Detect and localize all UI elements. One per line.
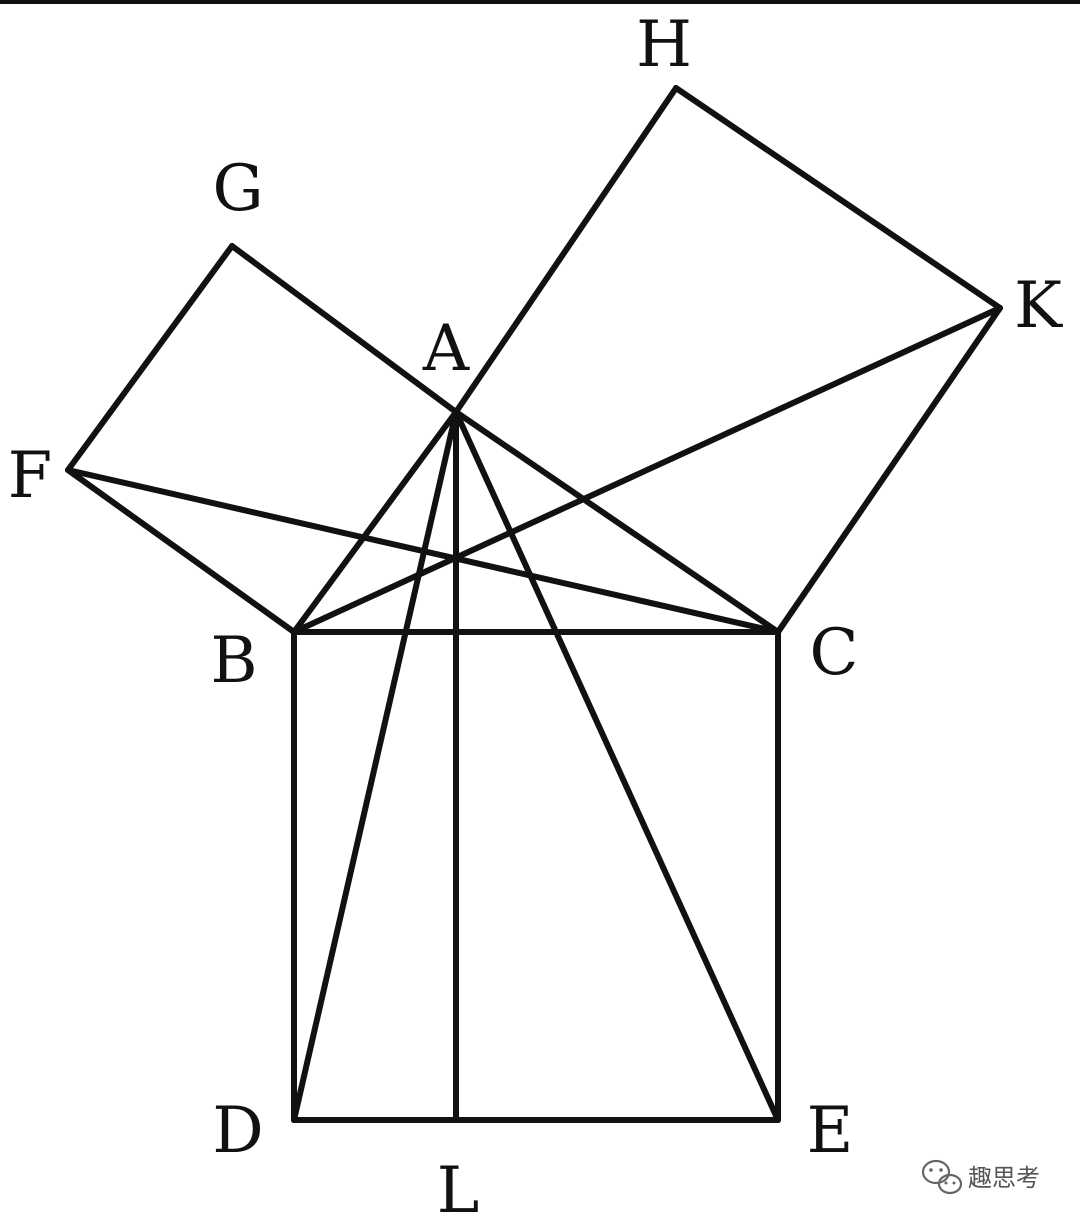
label-L: L (437, 1154, 480, 1225)
segment-AH (453, 85, 679, 415)
label-B: B (210, 624, 257, 698)
segment-CA (453, 409, 781, 635)
segment-FG (65, 243, 235, 473)
top-border (0, 0, 1080, 4)
segment-KC (775, 305, 1003, 635)
segment-AB (291, 409, 459, 635)
label-F: F (8, 439, 52, 513)
segment-BK (291, 305, 1003, 635)
watermark-text: 趣思考 (968, 1164, 1040, 1192)
point-labels: A B C D E F G H K L (8, 8, 1063, 1225)
segment-HK (673, 85, 1003, 311)
label-A: A (422, 312, 470, 386)
segment-BF (65, 467, 297, 635)
label-C: C (810, 616, 859, 690)
segment-AE (453, 409, 781, 1123)
label-H: H (636, 8, 692, 82)
watermark: 趣思考 (921, 1159, 1040, 1195)
segment-GA (229, 243, 459, 415)
label-K: K (1014, 269, 1063, 343)
label-D: D (212, 1094, 263, 1168)
wechat-icon (921, 1159, 963, 1195)
segment-AD (291, 409, 459, 1123)
diagram-edges (65, 85, 1003, 1123)
label-E: E (807, 1094, 854, 1168)
label-G: G (212, 152, 263, 226)
